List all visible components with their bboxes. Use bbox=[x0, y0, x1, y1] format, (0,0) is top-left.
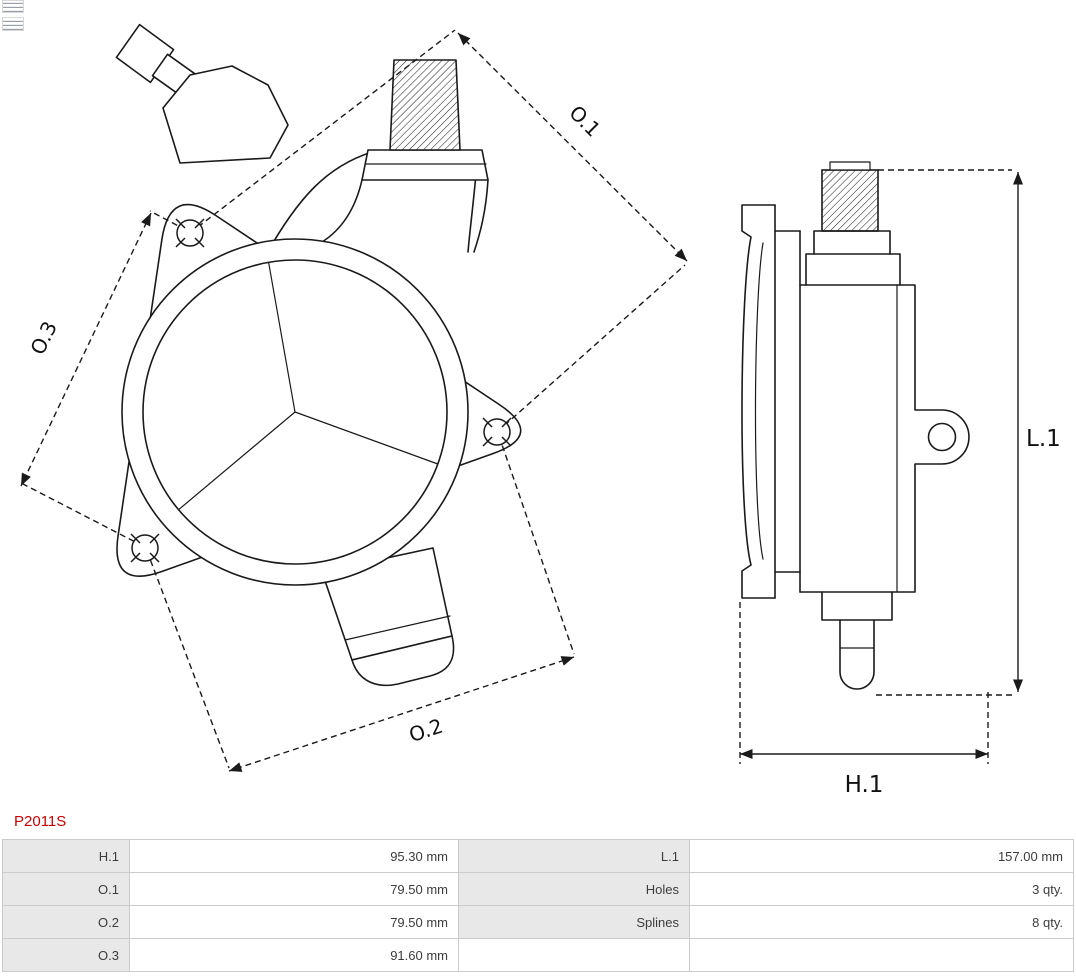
spec-value: 157.00 mm bbox=[689, 839, 1074, 873]
side-view bbox=[741, 161, 970, 690]
bolt-hole bbox=[130, 533, 160, 563]
spec-label: Holes bbox=[458, 872, 690, 906]
logo-mark-icon bbox=[2, 0, 24, 13]
extension-line bbox=[496, 264, 686, 433]
outlet-nipple bbox=[839, 619, 875, 690]
bolt-hole bbox=[175, 218, 205, 248]
dimension-line-o2 bbox=[228, 656, 575, 772]
logo-mark-icon bbox=[2, 17, 24, 31]
spec-row: O.3 91.60 mm bbox=[2, 938, 1074, 972]
threaded-port bbox=[389, 59, 461, 151]
rotor-spokes bbox=[178, 261, 439, 511]
dimension-label-o3: O.3 bbox=[25, 317, 61, 358]
spec-value: 91.60 mm bbox=[129, 938, 459, 972]
spec-table: H.1 95.30 mm L.1 157.00 mm O.1 79.50 mm … bbox=[2, 839, 1074, 972]
extension-line bbox=[149, 210, 187, 231]
extension-line bbox=[189, 29, 456, 234]
side-dimensions: L.1 H.1 bbox=[739, 169, 1061, 798]
dimension-line-o3 bbox=[20, 212, 152, 487]
spec-label bbox=[458, 938, 690, 972]
bolt-hole bbox=[482, 417, 512, 447]
side-flange-plate bbox=[741, 204, 776, 599]
dimension-line-o1 bbox=[457, 32, 688, 262]
spec-label: H.1 bbox=[2, 839, 130, 873]
spec-value: 79.50 mm bbox=[129, 872, 459, 906]
dimension-label-h1: H.1 bbox=[845, 772, 884, 798]
spec-value: 8 qty. bbox=[689, 905, 1074, 939]
spec-row: O.2 79.50 mm Splines 8 qty. bbox=[2, 905, 1074, 939]
technical-drawing: O.1 O.3 O.2 bbox=[20, 23, 1061, 798]
shaft-housing bbox=[162, 65, 289, 164]
extension-line bbox=[146, 550, 230, 769]
extension-line bbox=[22, 483, 144, 547]
dimension-label-l1: L.1 bbox=[1026, 426, 1061, 452]
spec-value: 79.50 mm bbox=[129, 905, 459, 939]
spec-row: O.1 79.50 mm Holes 3 qty. bbox=[2, 872, 1074, 906]
spec-value bbox=[689, 938, 1074, 972]
dimension-label-o2: O.2 bbox=[406, 714, 446, 747]
spec-label: O.2 bbox=[2, 905, 130, 939]
side-body bbox=[799, 284, 916, 593]
spec-value: 3 qty. bbox=[689, 872, 1074, 906]
spec-label: L.1 bbox=[458, 839, 690, 873]
spec-label: O.1 bbox=[2, 872, 130, 906]
part-number: P2011S bbox=[14, 813, 67, 830]
spec-row: H.1 95.30 mm L.1 157.00 mm bbox=[2, 839, 1074, 873]
front-view bbox=[115, 23, 522, 687]
extension-line bbox=[498, 435, 575, 655]
spec-value: 95.30 mm bbox=[129, 839, 459, 873]
spec-label: Splines bbox=[458, 905, 690, 939]
dimension-label-o1: O.1 bbox=[564, 101, 605, 142]
ear-hole bbox=[927, 422, 957, 452]
side-threaded-port bbox=[821, 169, 879, 232]
inlet-collar bbox=[361, 149, 489, 181]
spec-label: O.3 bbox=[2, 938, 130, 972]
